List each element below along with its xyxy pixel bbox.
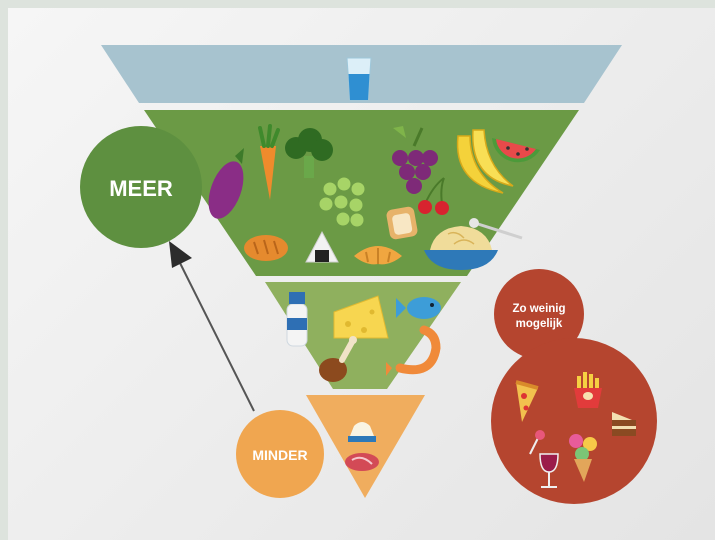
- croissant-icon: [354, 246, 402, 265]
- steak-icon: [345, 453, 379, 471]
- carrot-icon: [258, 124, 280, 200]
- pyramid-canvas: MEER MINDER Zo weinig mogelijk: [80, 45, 657, 504]
- eggplant-icon: [208, 148, 244, 219]
- limit-foods-circle: [491, 338, 657, 504]
- fries-icon: [574, 372, 602, 408]
- meer-label: MEER: [109, 176, 173, 201]
- rice-ball-icon: [305, 230, 339, 263]
- zo-weinig-label-circle: [494, 269, 584, 359]
- wine-glass-icon: [539, 453, 559, 488]
- pasta-icon: [424, 218, 523, 270]
- bread-roll-icon: [244, 235, 288, 261]
- lollipop-icon: [529, 430, 545, 455]
- broccoli-icon: [285, 128, 333, 178]
- zo-weinig-label-line1: Zo weinig: [512, 303, 565, 315]
- cherries-icon: [418, 177, 449, 215]
- more-less-arrow: [169, 241, 255, 412]
- watermelon-icon: [492, 138, 540, 163]
- minder-label: MINDER: [252, 447, 307, 463]
- cake-icon: [612, 412, 636, 436]
- fish-icon: [396, 297, 441, 319]
- bread-icon: [386, 206, 418, 240]
- grapes-icon: [392, 126, 438, 194]
- chicken-leg-icon: [319, 336, 357, 382]
- fats-layer: [306, 395, 425, 498]
- water-glass-icon: [346, 57, 372, 101]
- zo-weinig-label-line2: mogelijk: [516, 318, 563, 330]
- cheese-icon: [333, 295, 389, 339]
- butter-dish-icon: [348, 422, 376, 442]
- ice-cream-icon: [569, 434, 597, 482]
- pizza-icon: [515, 380, 539, 422]
- shrimp-icon: [386, 325, 441, 376]
- peas-icon: [319, 177, 365, 227]
- meer-circle: [80, 126, 202, 248]
- bananas-icon: [456, 129, 514, 194]
- minder-circle: [236, 410, 324, 498]
- food-pyramid-diagram: MEER MINDER Zo weinig mogelijk: [8, 8, 715, 540]
- milk-bottle-icon: [286, 292, 308, 347]
